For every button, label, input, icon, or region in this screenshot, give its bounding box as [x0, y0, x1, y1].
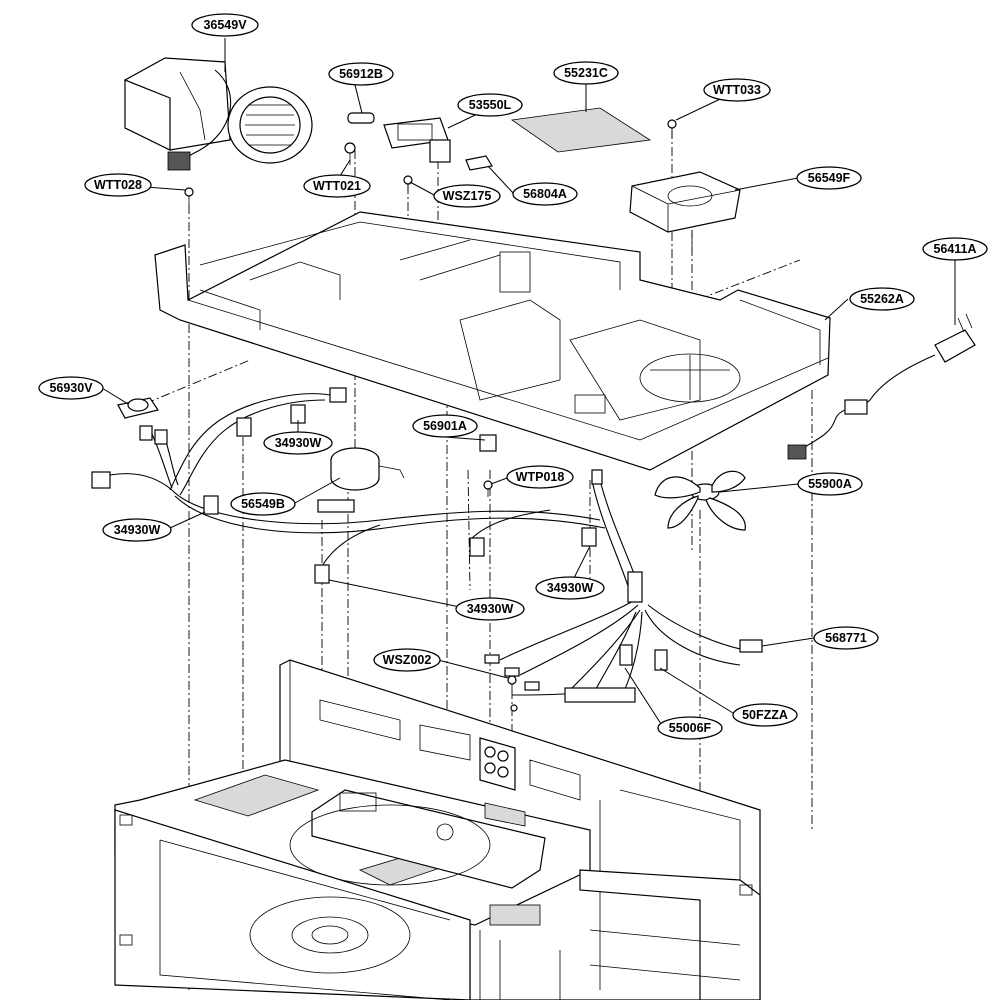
label-55900A: 55900A [808, 477, 852, 491]
oven-chassis [114, 659, 761, 1000]
label-WTT028: WTT028 [94, 178, 142, 192]
callout-53550L: 53550L [457, 93, 523, 117]
callout-56411A: 56411A [922, 237, 988, 261]
label-50FZZA: 50FZZA [742, 708, 788, 722]
callout-34930W-right: 34930W [535, 576, 605, 600]
callout-56549F: 56549F [796, 166, 862, 190]
label-56411A: 56411A [933, 242, 976, 256]
label-34930W: 34930W [467, 602, 514, 616]
damper-motor [629, 171, 741, 250]
label-36549V: 36549V [203, 18, 247, 32]
callout-WTT021: WTT021 [303, 174, 371, 198]
label-56549B: 56549B [241, 497, 285, 511]
label-55006F: 55006F [669, 721, 712, 735]
callout-56804A: 56804A [512, 182, 578, 206]
callout-56930V: 56930V [38, 376, 104, 400]
label-WSZ002: WSZ002 [383, 653, 432, 667]
callout-WSZ175: WSZ175 [433, 184, 501, 208]
callout-WTT028: WTT028 [84, 173, 152, 197]
label-56901A: 56901A [423, 419, 467, 433]
label-53550L: 53550L [469, 98, 512, 112]
callout-WTP018: WTP018 [506, 465, 574, 489]
fan-motor-assembly [124, 57, 313, 171]
label-34930W: 34930W [275, 436, 322, 450]
label-34930W: 34930W [114, 523, 161, 537]
power-cord [787, 313, 976, 460]
label-56912B: 56912B [339, 67, 383, 81]
label-56549F: 56549F [808, 171, 851, 185]
callout-WSZ002: WSZ002 [373, 648, 441, 672]
callout-568771: 568771 [813, 626, 879, 650]
callout-56912B: 56912B [328, 62, 394, 86]
label-55262A: 55262A [860, 292, 904, 306]
label-WTP018: WTP018 [516, 470, 565, 484]
callout-34930W-left: 34930W [102, 518, 172, 542]
callout-55231C: 55231C [553, 61, 619, 85]
callout-36549V: 36549V [191, 13, 259, 37]
callout-56549B: 56549B [230, 492, 296, 516]
callout-55900A: 55900A [797, 472, 863, 496]
part-callouts: 36549V 56912B 55231C WTT033 53550L 56549… [38, 13, 988, 740]
callout-55262A: 55262A [849, 287, 915, 311]
base-plate [154, 211, 831, 471]
label-WSZ175: WSZ175 [443, 189, 492, 203]
label-56930V: 56930V [49, 381, 93, 395]
leader-lines [101, 38, 956, 728]
label-56804A: 56804A [523, 187, 567, 201]
turntable-motor [330, 447, 405, 491]
callout-50FZZA: 50FZZA [732, 703, 798, 727]
label-55231C: 55231C [564, 66, 608, 80]
callout-WTT033: WTT033 [703, 78, 771, 102]
label-34930W: 34930W [547, 581, 594, 595]
fan-blade [654, 470, 746, 531]
callout-55006F: 55006F [657, 716, 723, 740]
label-WTT033: WTT033 [713, 83, 761, 97]
label-WTT021: WTT021 [313, 179, 361, 193]
wire-harness [91, 387, 763, 712]
callout-34930W-upper: 34930W [263, 431, 333, 455]
label-568771: 568771 [825, 631, 867, 645]
upper-small-parts [184, 107, 677, 206]
callout-56901A: 56901A [412, 414, 478, 438]
callout-34930W-lower: 34930W [455, 597, 525, 621]
